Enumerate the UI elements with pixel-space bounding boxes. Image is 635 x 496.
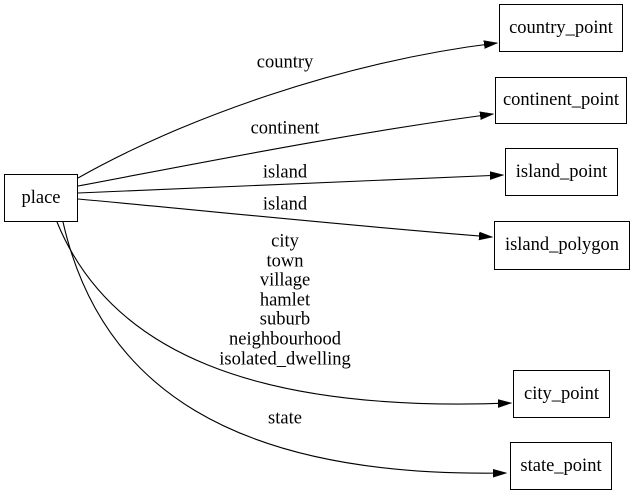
edge-label-isolated-dwelling-line: isolated_dwelling [219,348,351,369]
node-country-point: country_point [499,4,623,52]
edge-label-island-polygon: island [262,194,308,215]
node-place: place [4,174,78,222]
edge-place-island-polygon [77,198,492,237]
node-island-polygon: island_polygon [494,221,630,270]
edge-label-state: state [268,408,302,429]
edge-place-country-point [77,43,497,179]
edge-label-island-point: island [262,162,308,183]
edge-label-city-group: city town village hamlet suburb neighbou… [219,232,351,369]
edge-label-country: country [256,52,314,73]
node-city-point: city_point [513,370,610,418]
edge-label-continent: continent [250,118,320,139]
edge-label-suburb-line: suburb [259,309,311,330]
node-state-point: state_point [510,442,612,490]
edge-label-town-line: town [266,251,304,272]
node-continent-point: continent_point [495,77,627,124]
edge-label-village-line: village [259,270,311,291]
edge-place-state-point [62,221,506,473]
edge-place-city-point [56,221,511,404]
node-island-point: island_point [505,148,618,196]
edge-label-hamlet-line: hamlet [259,290,311,311]
edge-label-neighbourhood-line: neighbourhood [228,329,342,350]
edge-label-city-line: city [271,231,299,252]
edge-place-continent-point [77,114,493,187]
